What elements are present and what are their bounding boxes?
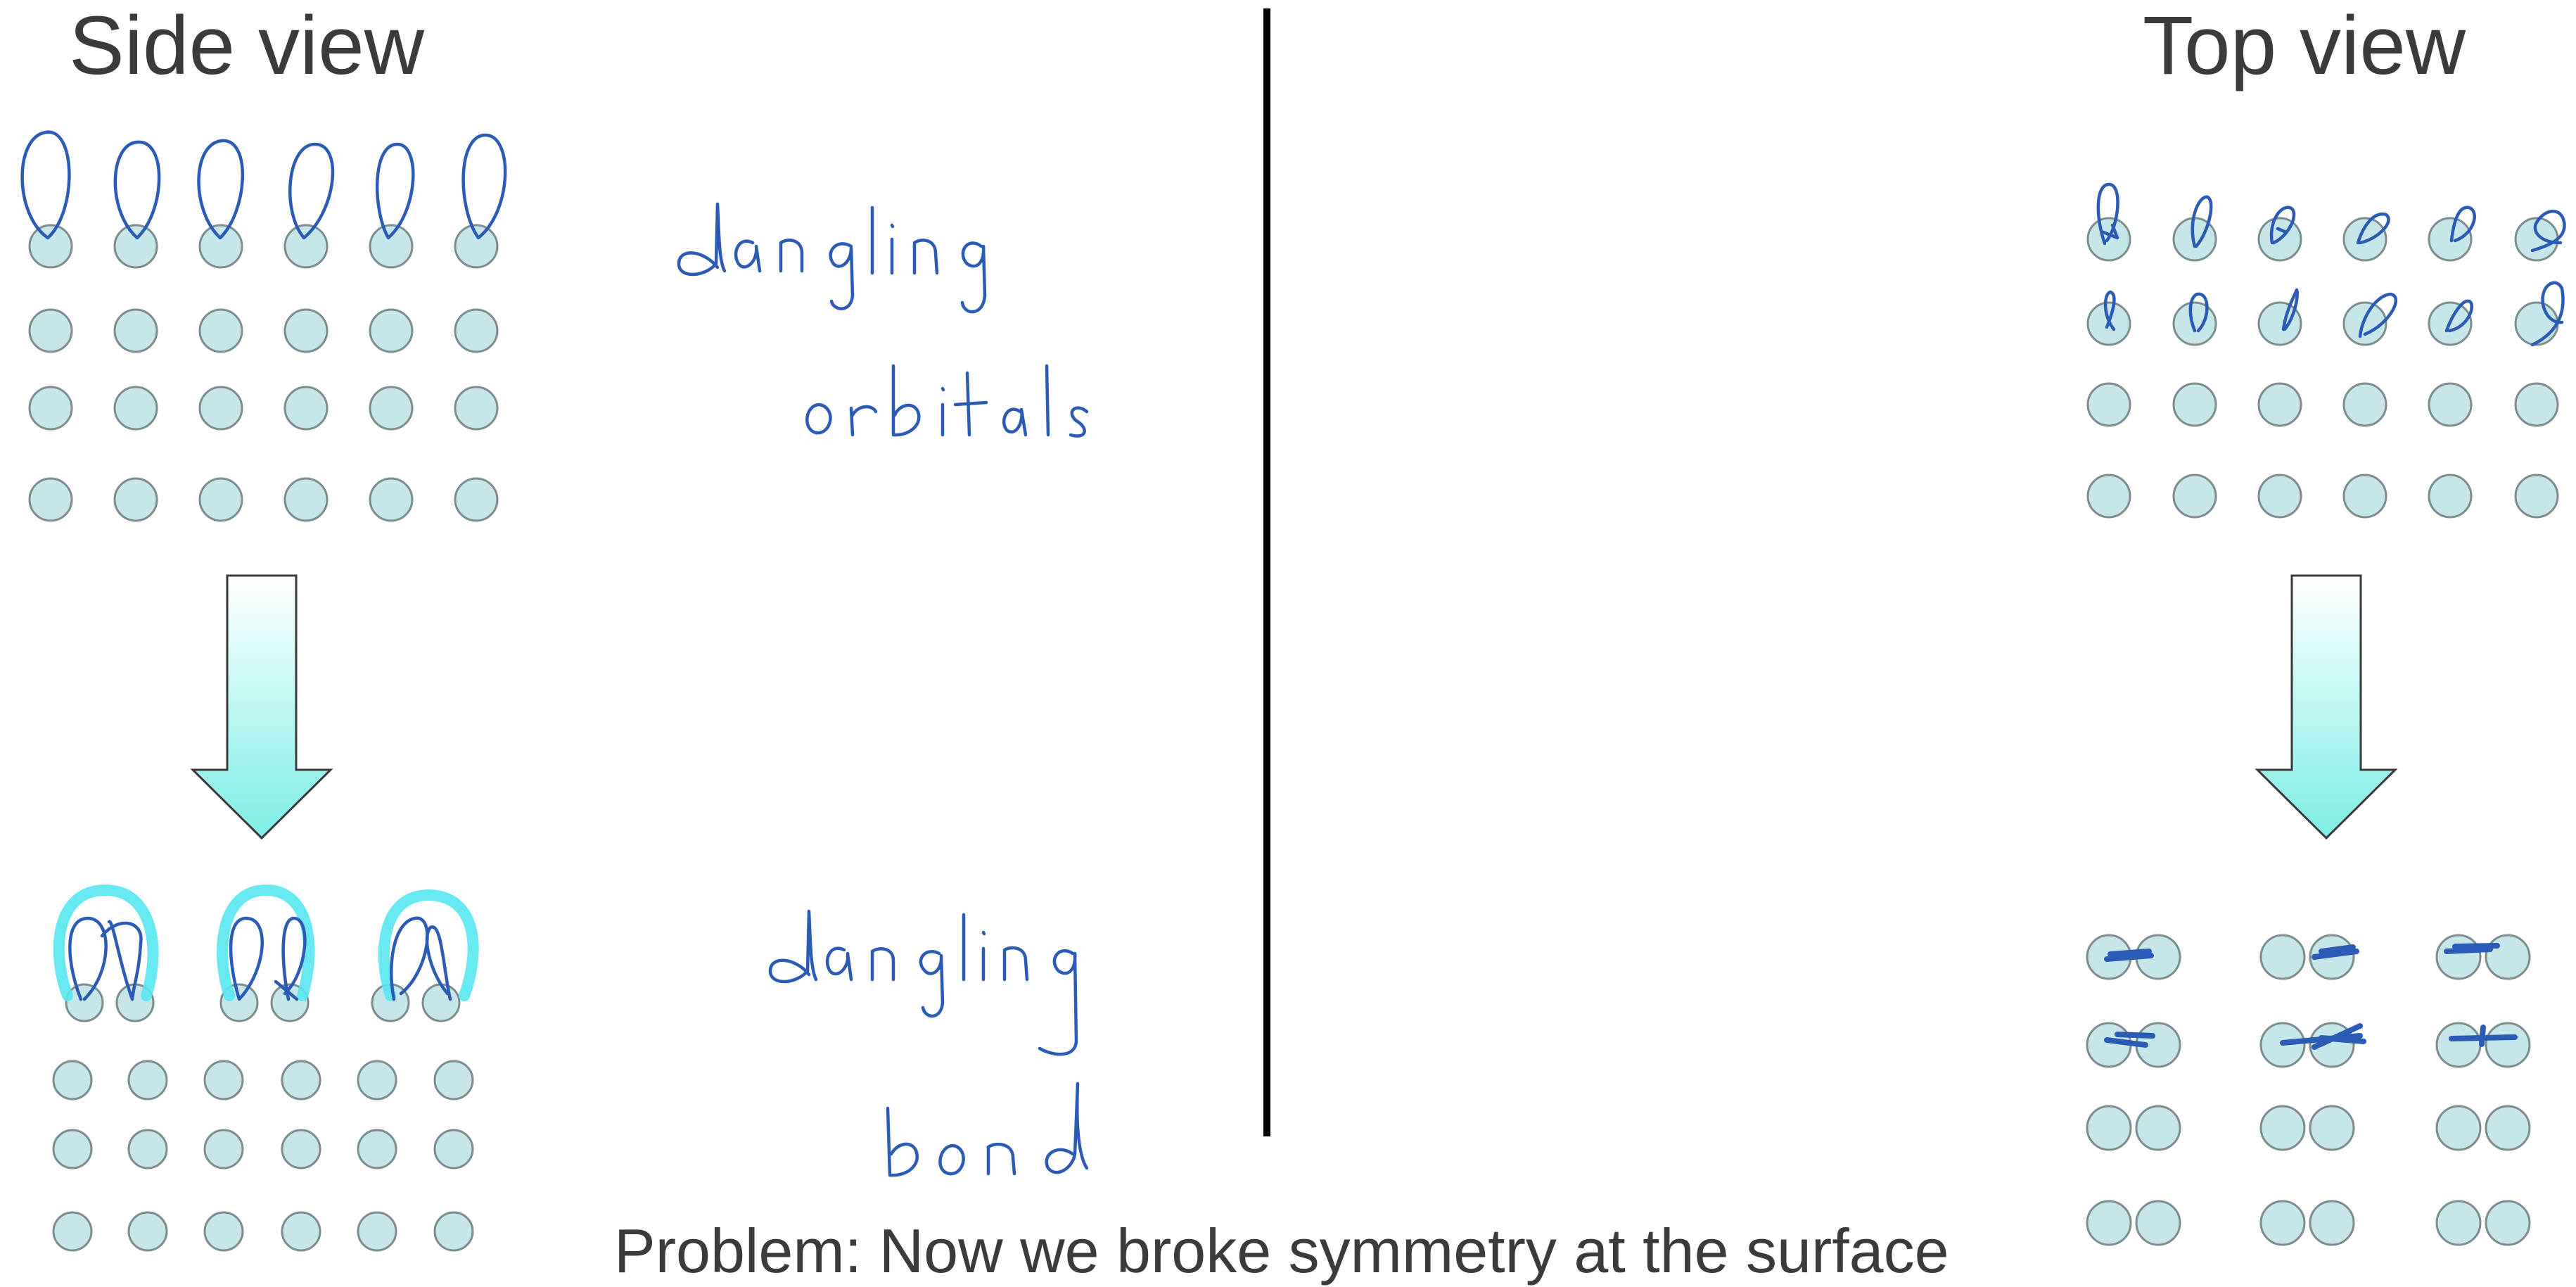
atom-top-before <box>2344 475 2386 517</box>
atom-top-before <box>2259 475 2301 517</box>
atom-top-after <box>2310 1201 2354 1245</box>
atom-side-after <box>358 1130 396 1168</box>
atom-side-before <box>285 310 327 352</box>
atom-side-after <box>282 1212 320 1250</box>
atom-side-before <box>200 387 242 429</box>
atom-side-before <box>30 310 72 352</box>
dangling-orbitals-top <box>2098 184 2565 345</box>
atom-top-after <box>2087 1106 2131 1150</box>
dimer-bonds-side <box>59 890 473 999</box>
atom-layer <box>30 218 2558 1250</box>
atom-side-before <box>285 387 327 429</box>
atom-top-after <box>2486 935 2530 979</box>
atom-side-after <box>358 1061 396 1099</box>
atom-top-before <box>2344 383 2386 426</box>
atom-top-before <box>2174 475 2216 517</box>
atom-side-before <box>200 225 242 267</box>
caption-text: Problem: Now we broke symmetry at the su… <box>614 1216 1949 1286</box>
atom-top-before <box>2429 475 2471 517</box>
atom-side-after <box>205 1130 243 1168</box>
atom-side-before <box>370 225 412 267</box>
atom-side-after-dimer <box>66 984 103 1021</box>
atom-top-after <box>2136 1201 2180 1245</box>
atom-side-before <box>455 387 497 429</box>
atom-side-after <box>435 1061 473 1099</box>
atom-top-before <box>2174 383 2216 426</box>
atom-top-after <box>2310 1106 2354 1150</box>
handwritten-dangling-bond <box>770 911 1087 1175</box>
atom-side-after <box>205 1212 243 1250</box>
top-view-down-arrow-icon <box>2257 576 2395 838</box>
atom-top-after <box>2136 1106 2180 1150</box>
atom-top-after <box>2437 1023 2480 1067</box>
atom-side-before <box>30 387 72 429</box>
atom-side-before <box>30 225 72 267</box>
side-view-down-arrow-icon <box>193 576 331 838</box>
atom-top-before <box>2088 475 2130 517</box>
atom-side-before <box>200 478 242 521</box>
atom-top-before <box>2174 303 2216 345</box>
atom-side-before <box>455 310 497 352</box>
atom-top-after <box>2486 1023 2530 1067</box>
atom-top-after <box>2437 935 2480 979</box>
atom-side-before <box>370 387 412 429</box>
atom-side-before <box>370 310 412 352</box>
atom-top-after <box>2437 1201 2480 1245</box>
atom-side-after <box>435 1212 473 1250</box>
atom-top-after <box>2261 1106 2304 1150</box>
atom-side-before <box>115 225 157 267</box>
atom-side-before <box>455 478 497 521</box>
atom-side-after <box>282 1061 320 1099</box>
atom-top-before <box>2429 383 2471 426</box>
atom-top-after <box>2486 1201 2530 1245</box>
atom-top-after <box>2261 935 2304 979</box>
atom-top-before <box>2516 383 2558 426</box>
atom-side-after <box>53 1130 91 1168</box>
atom-side-before <box>115 310 157 352</box>
atom-side-before <box>370 478 412 521</box>
atom-top-after <box>2437 1106 2480 1150</box>
dangling-orbitals-side <box>23 132 506 238</box>
atom-side-after <box>129 1061 167 1099</box>
atom-top-before <box>2088 383 2130 426</box>
atom-side-after <box>435 1130 473 1168</box>
atom-side-after-dimer <box>423 984 459 1021</box>
atom-side-after <box>53 1212 91 1250</box>
atom-top-before <box>2259 383 2301 426</box>
atom-side-after <box>53 1061 91 1099</box>
atom-top-after <box>2261 1201 2304 1245</box>
atom-side-before <box>115 478 157 521</box>
atom-side-after <box>205 1061 243 1099</box>
atom-side-after <box>129 1130 167 1168</box>
atom-side-before <box>200 310 242 352</box>
atom-side-before <box>285 478 327 521</box>
atom-top-after <box>2486 1106 2530 1150</box>
atom-side-before <box>30 478 72 521</box>
handwritten-dangling-orbitals <box>679 204 1087 436</box>
atom-side-after <box>358 1212 396 1250</box>
atom-side-after <box>282 1130 320 1168</box>
atom-top-before <box>2516 475 2558 517</box>
atom-side-before <box>115 387 157 429</box>
atom-top-before <box>2516 303 2558 345</box>
atom-top-after <box>2087 1201 2131 1245</box>
atom-side-before <box>285 225 327 267</box>
atom-side-after <box>129 1212 167 1250</box>
